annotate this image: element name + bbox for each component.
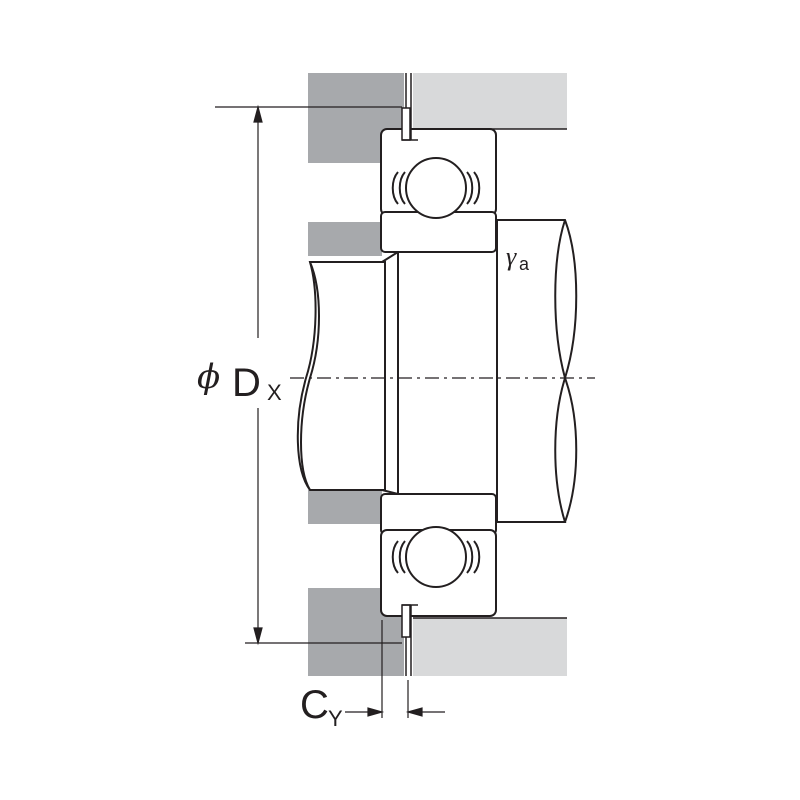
housing-top (308, 73, 567, 163)
housing-top-right (413, 73, 567, 129)
ball-bottom (405, 526, 467, 588)
dimension-d-label: D (232, 361, 261, 405)
dimension-c-subscript: Y (328, 706, 343, 731)
shaft-shoulder (308, 222, 382, 524)
dimension-d-subscript: X (267, 380, 282, 405)
cage-bottom-right (466, 540, 474, 574)
dimension-d (215, 104, 402, 646)
radius-label: γ (506, 242, 517, 271)
dimension-c (345, 620, 445, 718)
ball-top (405, 157, 467, 219)
bearing-bottom (380, 493, 497, 617)
cage-top-left (398, 171, 406, 205)
shoulder-top (308, 222, 382, 256)
cage-top-left-2 (391, 171, 399, 205)
dimension-c-label: C (300, 683, 329, 727)
cage-top-right (466, 171, 474, 205)
cage-top-right-2 (473, 171, 481, 205)
cage-bottom-right-2 (473, 540, 481, 574)
snap-ring-top (401, 73, 418, 141)
radius-subscript: a (519, 254, 530, 274)
cage-bottom-left-2 (391, 540, 399, 574)
housing-bottom (308, 588, 567, 676)
bearing-top (380, 128, 497, 253)
housing-bottom-right (413, 618, 567, 676)
shoulder-bottom (308, 490, 382, 524)
phi-symbol: ϕ (197, 357, 220, 397)
cage-bottom-left (398, 540, 406, 574)
bore (381, 251, 498, 495)
shaft (296, 219, 578, 523)
snap-ring-bottom (401, 604, 418, 676)
